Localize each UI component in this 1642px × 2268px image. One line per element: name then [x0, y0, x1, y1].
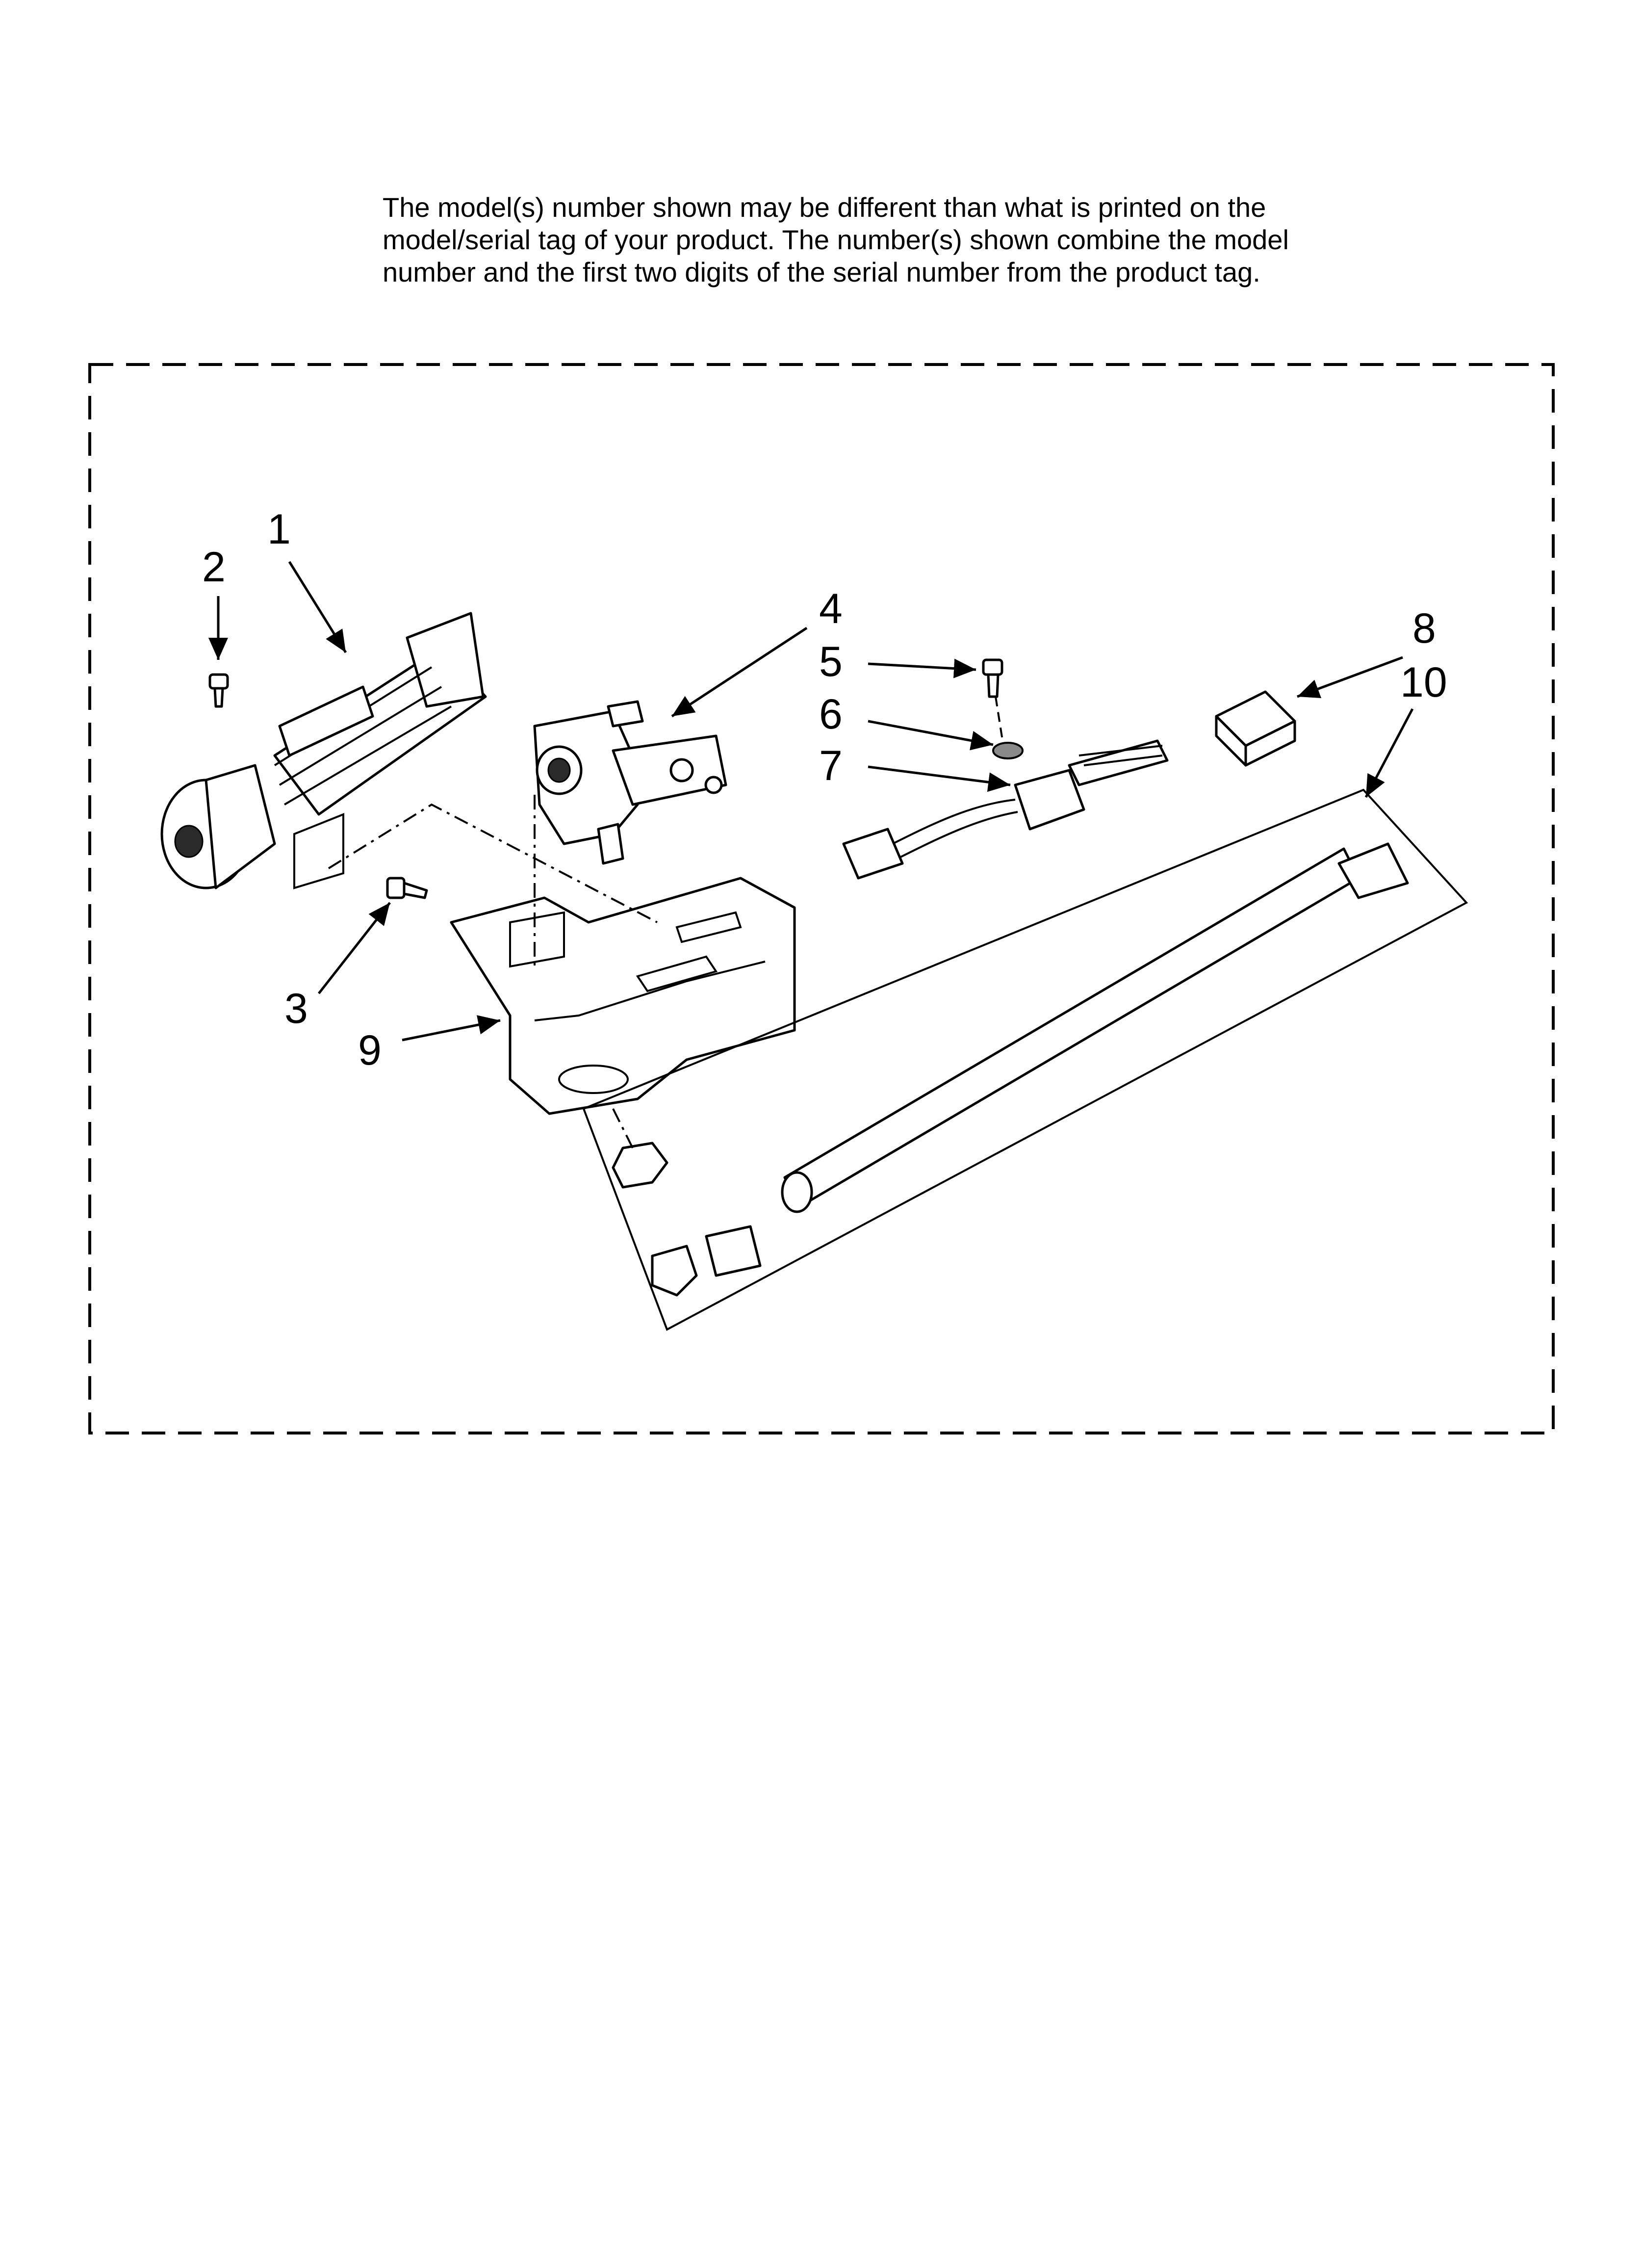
leader-arrow-9	[402, 1015, 501, 1042]
notice-line: number and the first two digits of the s…	[383, 257, 1260, 287]
screw-2-part	[208, 673, 229, 708]
notice-line: The model(s) number shown may be differe…	[383, 192, 1266, 223]
callout-3: 3	[284, 985, 308, 1032]
kit-boundary	[88, 363, 1555, 1434]
leader-arrow-3	[318, 902, 391, 994]
leader-arrow-1	[288, 561, 347, 653]
leader-arrow-6	[868, 720, 994, 751]
callout-1: 1	[267, 506, 291, 553]
assembly-lines	[328, 696, 1004, 1148]
manifold-pipe-part	[582, 788, 1468, 1331]
screw-5-part	[982, 658, 1003, 698]
callout-4: 4	[819, 585, 843, 632]
leader-arrow-8	[1297, 656, 1403, 699]
notice-line: model/serial tag of your product. The nu…	[383, 224, 1289, 255]
callout-8: 8	[1412, 605, 1436, 652]
callout-9: 9	[358, 1027, 382, 1074]
leader-arrow-7	[868, 765, 1011, 792]
igniter-part	[842, 739, 1169, 880]
leader-arrow-4	[671, 626, 808, 718]
bracket-part	[450, 877, 796, 1115]
model-number-notice: The model(s) number shown may be differe…	[383, 191, 1412, 288]
gas-valve-part	[533, 700, 727, 865]
block-part	[1215, 690, 1296, 767]
callout-5: 5	[819, 638, 843, 685]
callout-2: 2	[202, 544, 226, 591]
screw-3-part	[386, 877, 428, 899]
washer-part	[992, 742, 1024, 759]
callout-6: 6	[819, 691, 843, 738]
callout-10: 10	[1400, 659, 1447, 706]
leader-arrow-10	[1364, 708, 1414, 798]
burner-tube-part	[160, 612, 487, 889]
leader-arrows	[208, 561, 1414, 1042]
leader-arrow-5	[868, 658, 976, 678]
callout-7: 7	[819, 742, 843, 789]
